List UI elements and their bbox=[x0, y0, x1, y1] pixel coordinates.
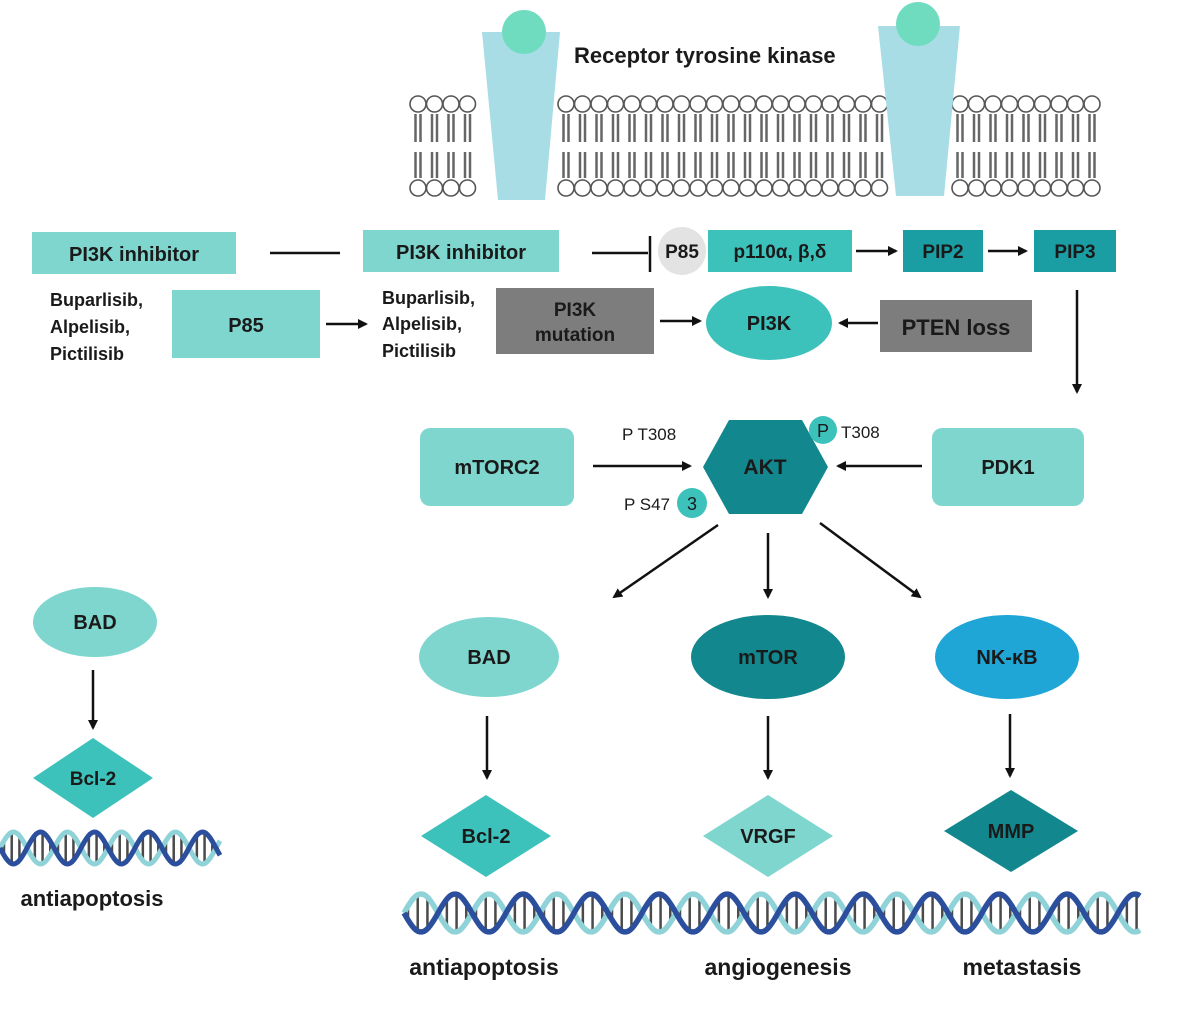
outcome-label: antiapoptosis bbox=[20, 886, 163, 911]
branch-node-label: mTOR bbox=[738, 647, 798, 669]
branch-node-label: NK-κB bbox=[976, 647, 1037, 669]
pi3k-label: PI3K bbox=[747, 313, 792, 335]
p110-label: p110α, β,δ bbox=[734, 242, 827, 263]
s473-label: P S47 bbox=[624, 495, 670, 514]
pten-label: PTEN loss bbox=[902, 315, 1011, 340]
arrow bbox=[612, 523, 719, 599]
pi3k-inhibitor-label: PI3K inhibitor bbox=[69, 244, 199, 266]
vrgf-diamond bbox=[703, 795, 833, 877]
bad-node bbox=[419, 617, 559, 697]
drug-label: Buparlisib, bbox=[382, 288, 475, 308]
branch-product-label: Bcl-2 bbox=[462, 826, 511, 848]
pi3k-inhibitor-box bbox=[363, 230, 559, 272]
pi3k-inhibitor-label: PI3K inhibitor bbox=[396, 242, 526, 264]
p85-circle-label: P85 bbox=[665, 242, 699, 263]
pdk1-box bbox=[932, 428, 1084, 506]
dna-helix-icon bbox=[401, 891, 1142, 935]
arrow bbox=[819, 521, 922, 599]
dna-helix-icon bbox=[0, 829, 223, 867]
p85-circle bbox=[658, 227, 706, 275]
s473-circle-label: 3 bbox=[687, 494, 697, 514]
drug-label: Alpelisib, bbox=[50, 317, 130, 337]
pi3k-inhibitor-box bbox=[32, 232, 236, 274]
bcl2-diamond bbox=[421, 795, 551, 877]
drug-label: Buparlisib, bbox=[50, 290, 143, 310]
pten-loss-box bbox=[880, 300, 1032, 352]
branch-node-label: BAD bbox=[467, 647, 510, 669]
mtorc2-box bbox=[420, 428, 574, 506]
mmp-diamond bbox=[944, 790, 1078, 872]
bad-label: BAD bbox=[73, 612, 116, 634]
p85-label: P85 bbox=[228, 315, 264, 337]
bad-node-left bbox=[33, 587, 157, 657]
pip2-label: PIP2 bbox=[922, 242, 963, 263]
ligand-icon bbox=[502, 10, 546, 54]
drug-label: Alpelisib, bbox=[382, 314, 462, 334]
p110-box bbox=[708, 230, 852, 272]
bcl2-diamond-left bbox=[33, 738, 153, 818]
branch-product-label: MMP bbox=[988, 821, 1035, 843]
p85-box bbox=[172, 290, 320, 358]
receptor-left bbox=[482, 10, 560, 200]
phospho-circle bbox=[809, 416, 837, 444]
t308-label: T308 bbox=[841, 423, 880, 442]
outcome-label: metastasis bbox=[963, 954, 1082, 980]
outcome-label: antiapoptosis bbox=[409, 954, 559, 980]
receptor-label: Receptor tyrosine kinase bbox=[574, 43, 836, 68]
akt-label: AKT bbox=[743, 456, 786, 479]
outcome-label: angiogenesis bbox=[705, 954, 852, 980]
branch-product-label: VRGF bbox=[740, 826, 796, 848]
drug-label: Pictilisib bbox=[382, 341, 456, 361]
pi3k-mutation-box bbox=[496, 288, 654, 354]
ligand-icon bbox=[896, 2, 940, 46]
akt-hexagon bbox=[703, 420, 828, 514]
pi3k-node bbox=[706, 286, 832, 360]
pdk1-label: PDK1 bbox=[981, 457, 1034, 479]
pip3-label: PIP3 bbox=[1054, 242, 1095, 263]
mtor-node bbox=[691, 615, 845, 699]
nfkb-node bbox=[935, 615, 1079, 699]
mutation-label: mutation bbox=[535, 325, 615, 346]
phospho-circle bbox=[677, 488, 707, 518]
pip2-box bbox=[903, 230, 983, 272]
receptor-right bbox=[878, 2, 960, 196]
bcl2-label: Bcl-2 bbox=[70, 769, 116, 790]
mutation-label: PI3K bbox=[554, 300, 597, 321]
drug-label: Pictilisib bbox=[50, 344, 124, 364]
t308-label: P T308 bbox=[622, 425, 676, 444]
mtorc2-label: mTORC2 bbox=[454, 457, 539, 479]
cell-membrane bbox=[409, 95, 1101, 197]
pip3-box bbox=[1034, 230, 1116, 272]
phospho-p-label: P bbox=[817, 421, 829, 441]
